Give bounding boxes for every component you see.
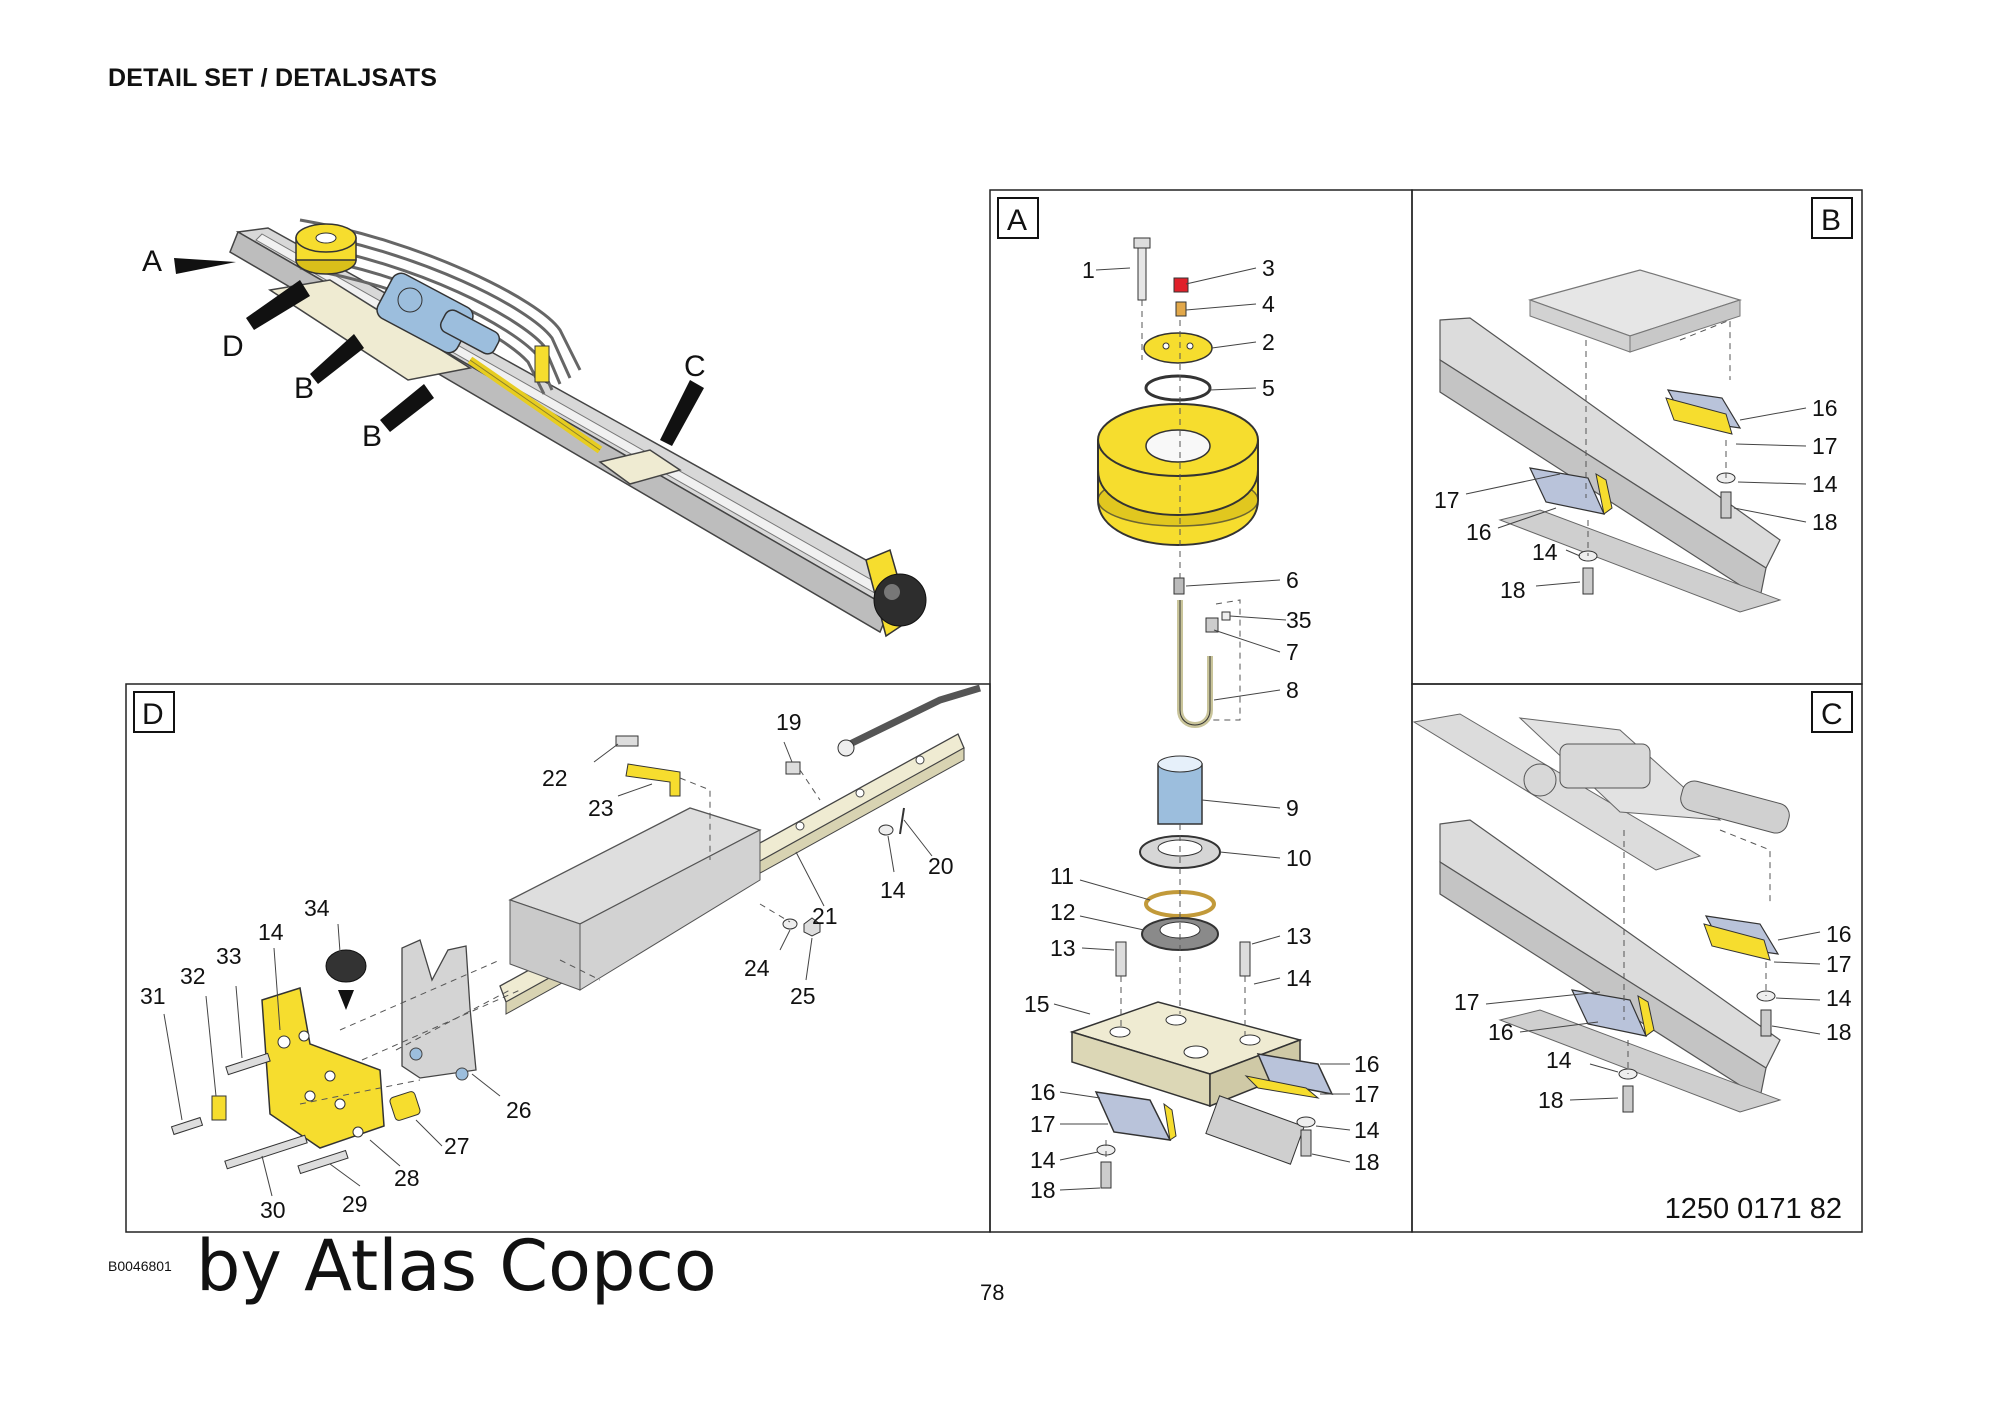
label-B-17-left: 17 xyxy=(1434,487,1460,513)
label-D-14-right: 14 xyxy=(880,877,906,903)
bolt-icon xyxy=(1133,237,1151,301)
callout-B-1: B xyxy=(294,372,314,405)
callout-B-2: B xyxy=(362,420,382,453)
panel-letter-boxes: A B C D xyxy=(133,197,1853,733)
label-A-12: 12 xyxy=(1050,899,1076,925)
label-B-14-right: 14 xyxy=(1812,471,1838,497)
label-B-18-left: 18 xyxy=(1500,577,1526,603)
label-C-17-right: 17 xyxy=(1826,951,1852,977)
label-D-23: 23 xyxy=(588,795,614,821)
label-D-29: 29 xyxy=(342,1191,368,1217)
panel-D-letter: D xyxy=(142,698,164,731)
label-C-18-right: 18 xyxy=(1826,1019,1852,1045)
label-D-32: 32 xyxy=(180,963,206,989)
overview-callouts: A D B B C xyxy=(142,245,706,453)
label-C-16-left: 16 xyxy=(1488,1019,1514,1045)
label-A-18-right: 18 xyxy=(1354,1149,1380,1175)
label-A-10: 10 xyxy=(1286,845,1312,871)
label-A-16-left: 16 xyxy=(1030,1079,1056,1105)
label-D-30: 30 xyxy=(260,1197,286,1223)
label-A-13-left: 13 xyxy=(1050,935,1076,961)
label-B-18-right: 18 xyxy=(1812,509,1838,535)
label-A-5: 5 xyxy=(1262,375,1275,401)
label-C-18-left: 18 xyxy=(1538,1087,1564,1113)
label-D-22: 22 xyxy=(542,765,568,791)
label-D-24: 24 xyxy=(744,955,770,981)
label-D-14-left: 14 xyxy=(258,919,284,945)
label-A-7: 7 xyxy=(1286,639,1299,665)
label-A-1: 1 xyxy=(1082,257,1095,283)
label-D-21: 21 xyxy=(812,903,838,929)
label-A-14-right: 14 xyxy=(1354,1117,1380,1143)
label-A-18-left: 18 xyxy=(1030,1177,1056,1203)
label-C-14-left: 14 xyxy=(1546,1047,1572,1073)
label-A-17-left: 17 xyxy=(1030,1111,1056,1137)
label-D-19: 19 xyxy=(776,709,802,735)
panel-D-parts: 19 22 23 20 14 21 34 14 33 32 31 24 25 2… xyxy=(140,684,982,1223)
label-D-27: 27 xyxy=(444,1133,470,1159)
label-A-14-left: 14 xyxy=(1030,1147,1056,1173)
label-A-6: 6 xyxy=(1286,567,1299,593)
label-D-33: 33 xyxy=(216,943,242,969)
brand-text: by Atlas Copco xyxy=(196,1225,717,1307)
label-C-14-right: 14 xyxy=(1826,985,1852,1011)
label-A-17-right: 17 xyxy=(1354,1081,1380,1107)
label-D-20: 20 xyxy=(928,853,954,879)
label-A-13-right: 13 xyxy=(1286,923,1312,949)
label-A-11: 11 xyxy=(1050,863,1074,889)
label-B-17-right: 17 xyxy=(1812,433,1838,459)
drawing-number: 1250 0171 82 xyxy=(1665,1193,1842,1225)
callout-C: C xyxy=(684,350,706,383)
label-D-31: 31 xyxy=(140,983,166,1009)
panel-D-frame xyxy=(125,683,991,1233)
label-A-8: 8 xyxy=(1286,677,1299,703)
label-B-16-right: 16 xyxy=(1812,395,1838,421)
label-A-16-right: 16 xyxy=(1354,1051,1380,1077)
panel-B-parts: 16 17 14 18 17 16 14 18 xyxy=(1434,269,1838,613)
overview-illustration xyxy=(229,218,927,638)
label-A-15: 15 xyxy=(1024,991,1050,1017)
label-A-14-top: 14 xyxy=(1286,965,1312,991)
panel-B-letter: B xyxy=(1821,204,1841,237)
callout-A: A xyxy=(142,245,162,278)
panel-C-parts: 16 17 14 18 17 16 14 18 1250 0171 82 xyxy=(1412,713,1852,1225)
label-C-16-right: 16 xyxy=(1826,921,1852,947)
panel-A-letter: A xyxy=(1007,204,1027,237)
label-A-2: 2 xyxy=(1262,329,1275,355)
label-B-14-left: 14 xyxy=(1532,539,1558,565)
panel-C-frame xyxy=(1411,683,1863,1233)
label-A-9: 9 xyxy=(1286,795,1299,821)
label-D-25: 25 xyxy=(790,983,816,1009)
pulley-icon xyxy=(1097,403,1259,546)
label-A-4: 4 xyxy=(1262,291,1275,317)
image-code: B0046801 xyxy=(108,1258,172,1274)
panel-A-parts: 1 3 4 2 5 6 35 7 8 9 10 11 12 13 13 14 1… xyxy=(1024,237,1380,1203)
page-title: DETAIL SET / DETALJSATS xyxy=(108,64,438,92)
page-number: 78 xyxy=(980,1280,1005,1305)
label-C-17-left: 17 xyxy=(1454,989,1480,1015)
panel-C-letter: C xyxy=(1821,698,1843,731)
label-D-28: 28 xyxy=(394,1165,420,1191)
label-A-35: 35 xyxy=(1286,607,1312,633)
label-A-3: 3 xyxy=(1262,255,1275,281)
label-D-26: 26 xyxy=(506,1097,532,1123)
label-D-34: 34 xyxy=(304,895,330,921)
callout-D: D xyxy=(222,330,244,363)
hose-icon xyxy=(1177,600,1213,728)
label-B-16-left: 16 xyxy=(1466,519,1492,545)
